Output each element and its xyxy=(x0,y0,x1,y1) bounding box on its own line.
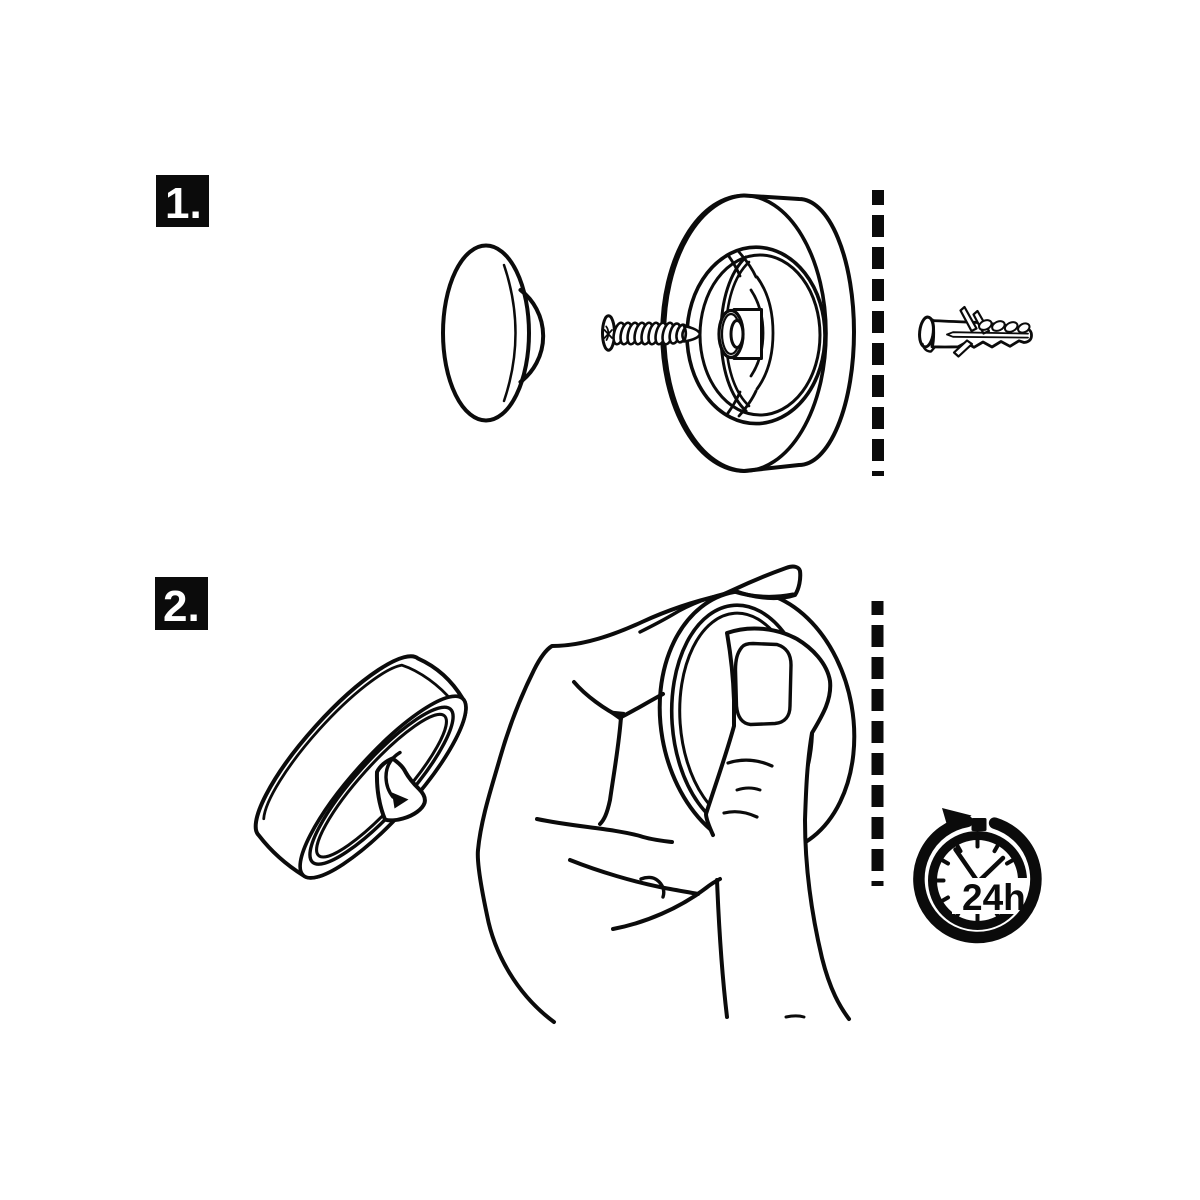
svg-text:2.: 2. xyxy=(163,582,200,631)
svg-text:24h: 24h xyxy=(962,877,1026,918)
svg-text:1.: 1. xyxy=(165,179,202,228)
